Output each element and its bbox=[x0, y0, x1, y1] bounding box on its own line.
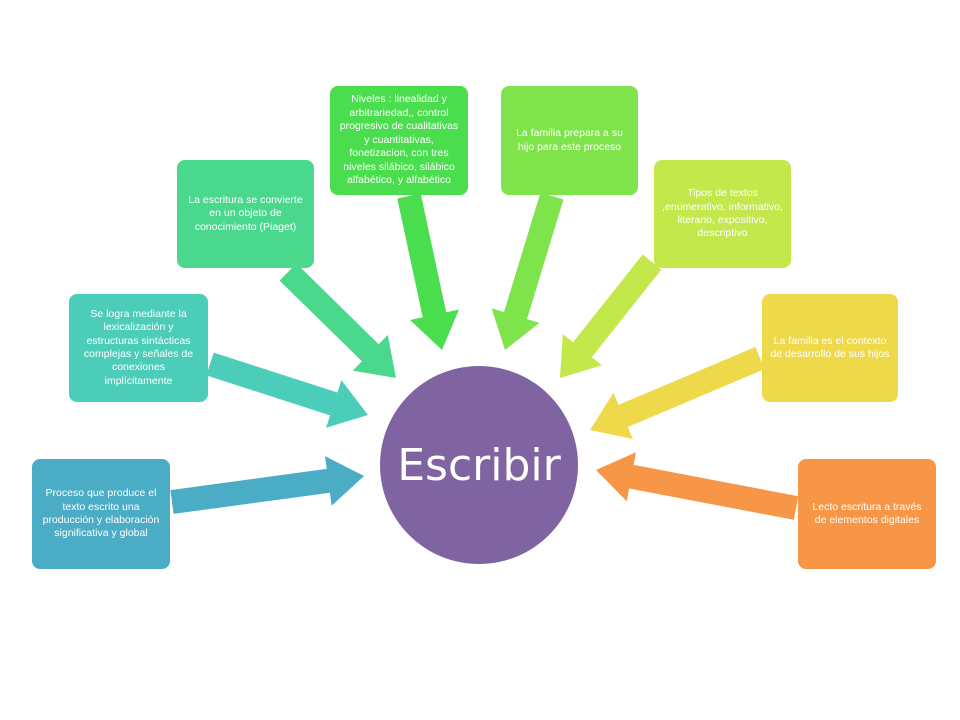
node-piaget: La escritura se convierte en un objeto d… bbox=[177, 160, 314, 268]
node-piaget-text: La escritura se convierte en un objeto d… bbox=[188, 193, 303, 233]
node-proceso: Proceso que produce el texto escrito una… bbox=[32, 459, 170, 569]
node-tipos-textos-text: Tipos de textos ,enumerativo, informativ… bbox=[662, 187, 783, 240]
node-niveles-text: Niveles : linealidad y arbitrariedad,, c… bbox=[339, 93, 459, 187]
node-lexicalizacion: Se logra mediante la lexicalización y es… bbox=[69, 294, 208, 402]
node-lecto-escritura-text: Lecto escritura a través de elementos di… bbox=[812, 500, 922, 526]
arrow-n5 bbox=[491, 192, 564, 350]
node-lecto-escritura: Lecto escritura a través de elementos di… bbox=[798, 459, 936, 569]
node-familia-prepara-text: La familia prepara a su hijo para este p… bbox=[516, 127, 623, 153]
node-familia-contexto: La familia es el contexto de desarrollo … bbox=[762, 294, 898, 402]
arrow-n3 bbox=[279, 263, 396, 378]
arrow-n1 bbox=[170, 456, 364, 514]
arrow-n7 bbox=[590, 347, 765, 439]
node-proceso-text: Proceso que produce el texto escrito una… bbox=[42, 487, 160, 540]
arrow-n2 bbox=[206, 352, 368, 428]
arrow-n4 bbox=[397, 193, 459, 350]
center-label: Escribir bbox=[397, 439, 561, 491]
center-circle: Escribir bbox=[380, 366, 578, 564]
arrow-n6 bbox=[560, 254, 662, 378]
node-familia-contexto-text: La familia es el contexto de desarrollo … bbox=[770, 334, 890, 360]
node-familia-prepara: La familia prepara a su hijo para este p… bbox=[501, 86, 638, 195]
node-lexicalizacion-text: Se logra mediante la lexicalización y es… bbox=[83, 307, 194, 387]
arrow-n8 bbox=[596, 452, 799, 520]
node-tipos-textos: Tipos de textos ,enumerativo, informativ… bbox=[654, 160, 791, 268]
node-niveles: Niveles : linealidad y arbitrariedad,, c… bbox=[330, 86, 468, 195]
